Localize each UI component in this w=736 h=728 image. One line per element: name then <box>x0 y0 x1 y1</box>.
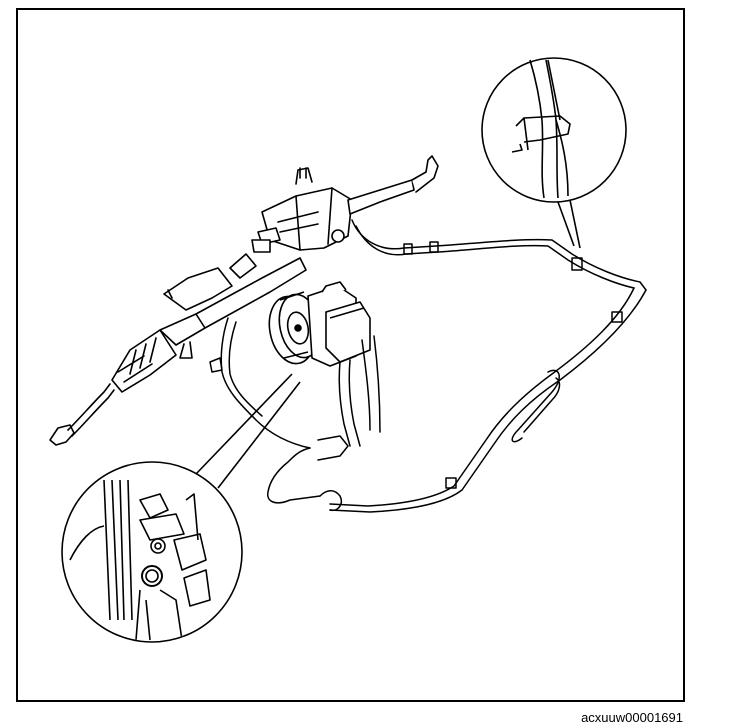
power-steering-pump <box>263 282 370 368</box>
pump-fitting-detail-callout <box>62 374 300 642</box>
clamp-detail-callout <box>482 58 626 248</box>
hose-lines <box>210 220 646 512</box>
figure-frame <box>17 9 684 701</box>
steering-gear-rack <box>50 156 438 445</box>
figure-code: acxuuw00001691 <box>581 710 683 725</box>
